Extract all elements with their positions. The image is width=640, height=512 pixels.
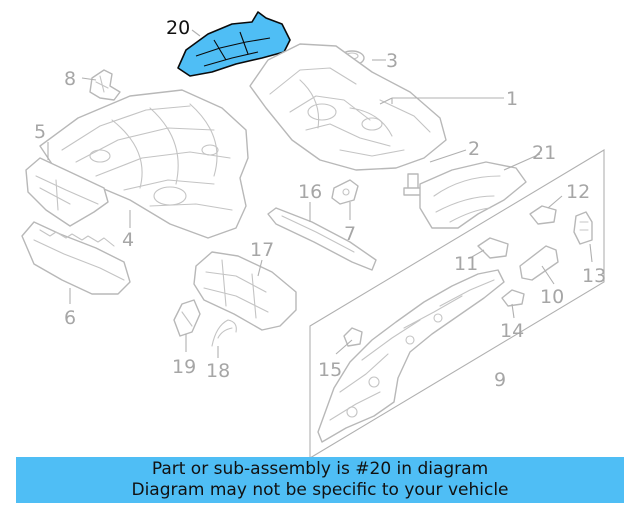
callout-9: 9 [494, 369, 506, 391]
part-5 [25, 157, 109, 227]
callout-15: 15 [318, 359, 342, 381]
part-21 [419, 161, 527, 229]
part-7 [331, 179, 359, 205]
callout-6: 6 [64, 307, 76, 329]
callout-16: 16 [298, 181, 322, 203]
part-6 [21, 221, 131, 295]
callout-19: 19 [172, 356, 196, 378]
part-8 [89, 69, 121, 101]
callout-10: 10 [540, 286, 564, 308]
callout-8: 8 [64, 68, 76, 90]
callout-17: 17 [250, 239, 274, 261]
part-9 [317, 269, 505, 443]
part-17 [193, 251, 297, 331]
callout-21: 21 [532, 142, 556, 164]
part-9-frame [309, 149, 605, 459]
callout-20: 20 [166, 17, 190, 39]
part-18 [211, 319, 237, 347]
part-11 [477, 237, 509, 259]
banner-line-1: Part or sub-assembly is #20 in diagram [151, 459, 489, 479]
part-1 [249, 43, 447, 171]
callout-2: 2 [468, 138, 480, 160]
callout-18: 18 [206, 360, 230, 382]
disclaimer-banner: Part or sub-assembly is #20 in diagram D… [16, 457, 624, 503]
callout-5: 5 [34, 121, 46, 143]
callout-13: 13 [582, 265, 606, 287]
part-19 [173, 299, 201, 337]
banner-line-2: Diagram may not be specific to your vehi… [131, 480, 509, 500]
part-12 [529, 205, 557, 225]
callout-3: 3 [386, 50, 398, 72]
callout-12: 12 [566, 181, 590, 203]
callout-7: 7 [344, 223, 356, 245]
callout-1: 1 [506, 88, 518, 110]
leader-lines [47, 29, 593, 358]
part-20 [177, 11, 291, 77]
part-14 [501, 289, 525, 307]
callout-14: 14 [500, 320, 524, 342]
part-4 [39, 89, 249, 239]
part-15 [343, 327, 363, 347]
part-16 [267, 207, 377, 271]
callout-11: 11 [454, 253, 478, 275]
part-13 [573, 211, 593, 245]
part-10 [519, 245, 559, 281]
callout-4: 4 [122, 229, 134, 251]
